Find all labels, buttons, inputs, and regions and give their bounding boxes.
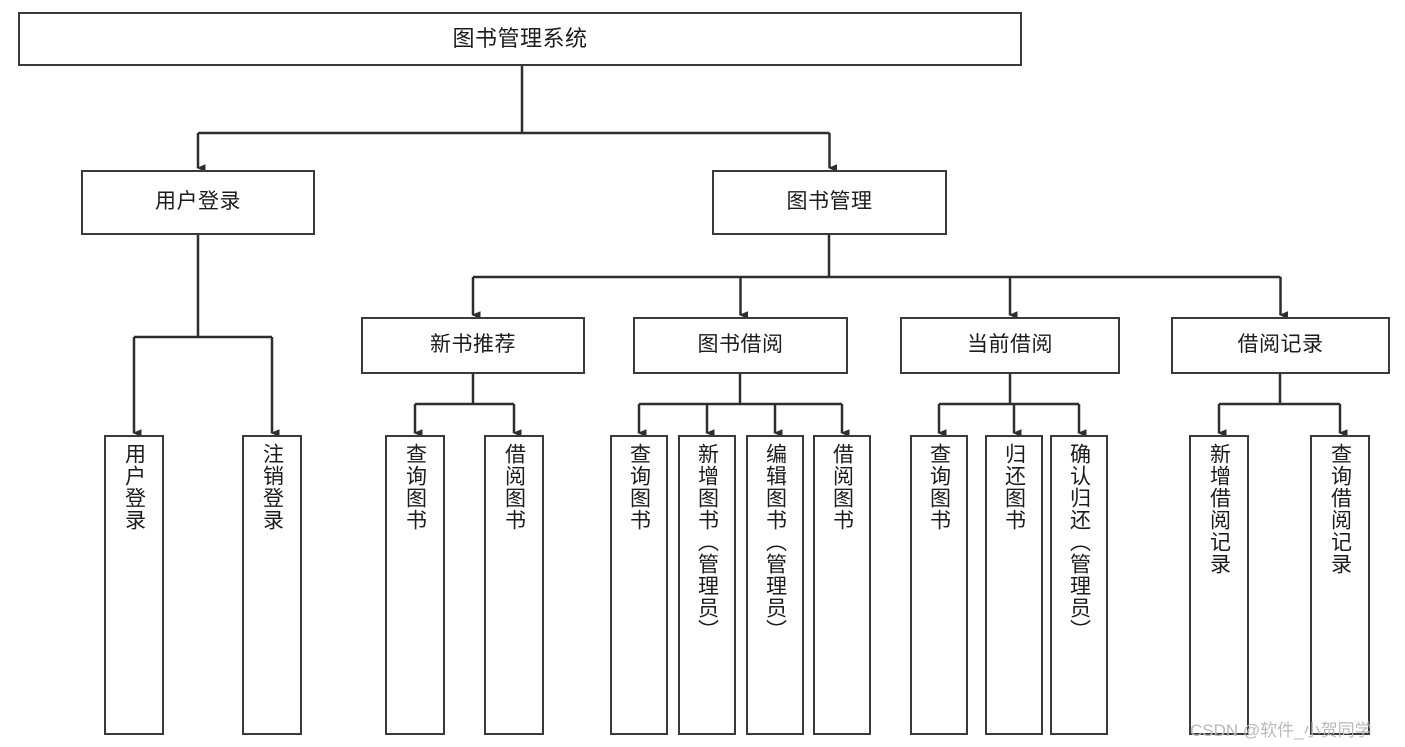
node-label: 用户登录 [155, 190, 241, 214]
node-l_rc_query[interactable]: 查询借阅记录 [1310, 435, 1370, 735]
node-label: 查询借阅记录 [1328, 443, 1352, 575]
node-label: 图书管理系统 [452, 26, 588, 52]
node-l_bb_edit[interactable]: 编辑图书（管理员） [746, 435, 804, 735]
node-label: 归还图书 [1002, 443, 1026, 531]
node-login[interactable]: 用户登录 [81, 170, 315, 235]
node-label: 用户登录 [122, 443, 146, 531]
node-label: 新书推荐 [430, 333, 516, 357]
node-l_bb_add[interactable]: 新增图书（管理员） [678, 435, 736, 735]
node-label: 新增图书（管理员） [695, 443, 719, 641]
node-label: 查询图书 [627, 443, 651, 531]
node-l_bb_lend[interactable]: 借阅图书 [813, 435, 871, 735]
node-label: 借阅记录 [1237, 333, 1324, 357]
node-l_cb_confirm[interactable]: 确认归还（管理员） [1050, 435, 1108, 735]
node-label: 确认归还（管理员） [1067, 443, 1091, 641]
node-borrow[interactable]: 图书借阅 [633, 317, 848, 374]
node-l_nb_borrow[interactable]: 借阅图书 [484, 435, 544, 735]
node-l_cb_return[interactable]: 归还图书 [985, 435, 1043, 735]
node-label: 编辑图书（管理员） [763, 443, 787, 641]
node-l_login[interactable]: 用户登录 [104, 435, 164, 735]
node-current[interactable]: 当前借阅 [900, 317, 1120, 374]
node-l_nb_query[interactable]: 查询图书 [385, 435, 445, 735]
node-l_logout[interactable]: 注销登录 [242, 435, 302, 735]
node-label: 查询图书 [403, 443, 427, 531]
node-label: 借阅图书 [502, 443, 526, 531]
node-records[interactable]: 借阅记录 [1171, 317, 1390, 374]
node-label: 新增借阅记录 [1207, 443, 1231, 575]
node-label: 借阅图书 [830, 443, 854, 531]
csdn-watermark: CSDN @软件_小贺同学 [1190, 721, 1372, 740]
node-root[interactable]: 图书管理系统 [18, 12, 1022, 66]
node-label: 图书借阅 [697, 333, 784, 357]
node-label: 当前借阅 [967, 333, 1053, 357]
node-l_bb_query[interactable]: 查询图书 [610, 435, 668, 735]
node-bookmgmt[interactable]: 图书管理 [712, 170, 947, 235]
node-l_rc_add[interactable]: 新增借阅记录 [1189, 435, 1249, 735]
node-label: 查询图书 [927, 443, 951, 531]
node-newbook[interactable]: 新书推荐 [361, 317, 585, 374]
node-l_cb_query[interactable]: 查询图书 [910, 435, 968, 735]
node-label: 图书管理 [786, 190, 873, 214]
node-label: 注销登录 [260, 443, 284, 531]
